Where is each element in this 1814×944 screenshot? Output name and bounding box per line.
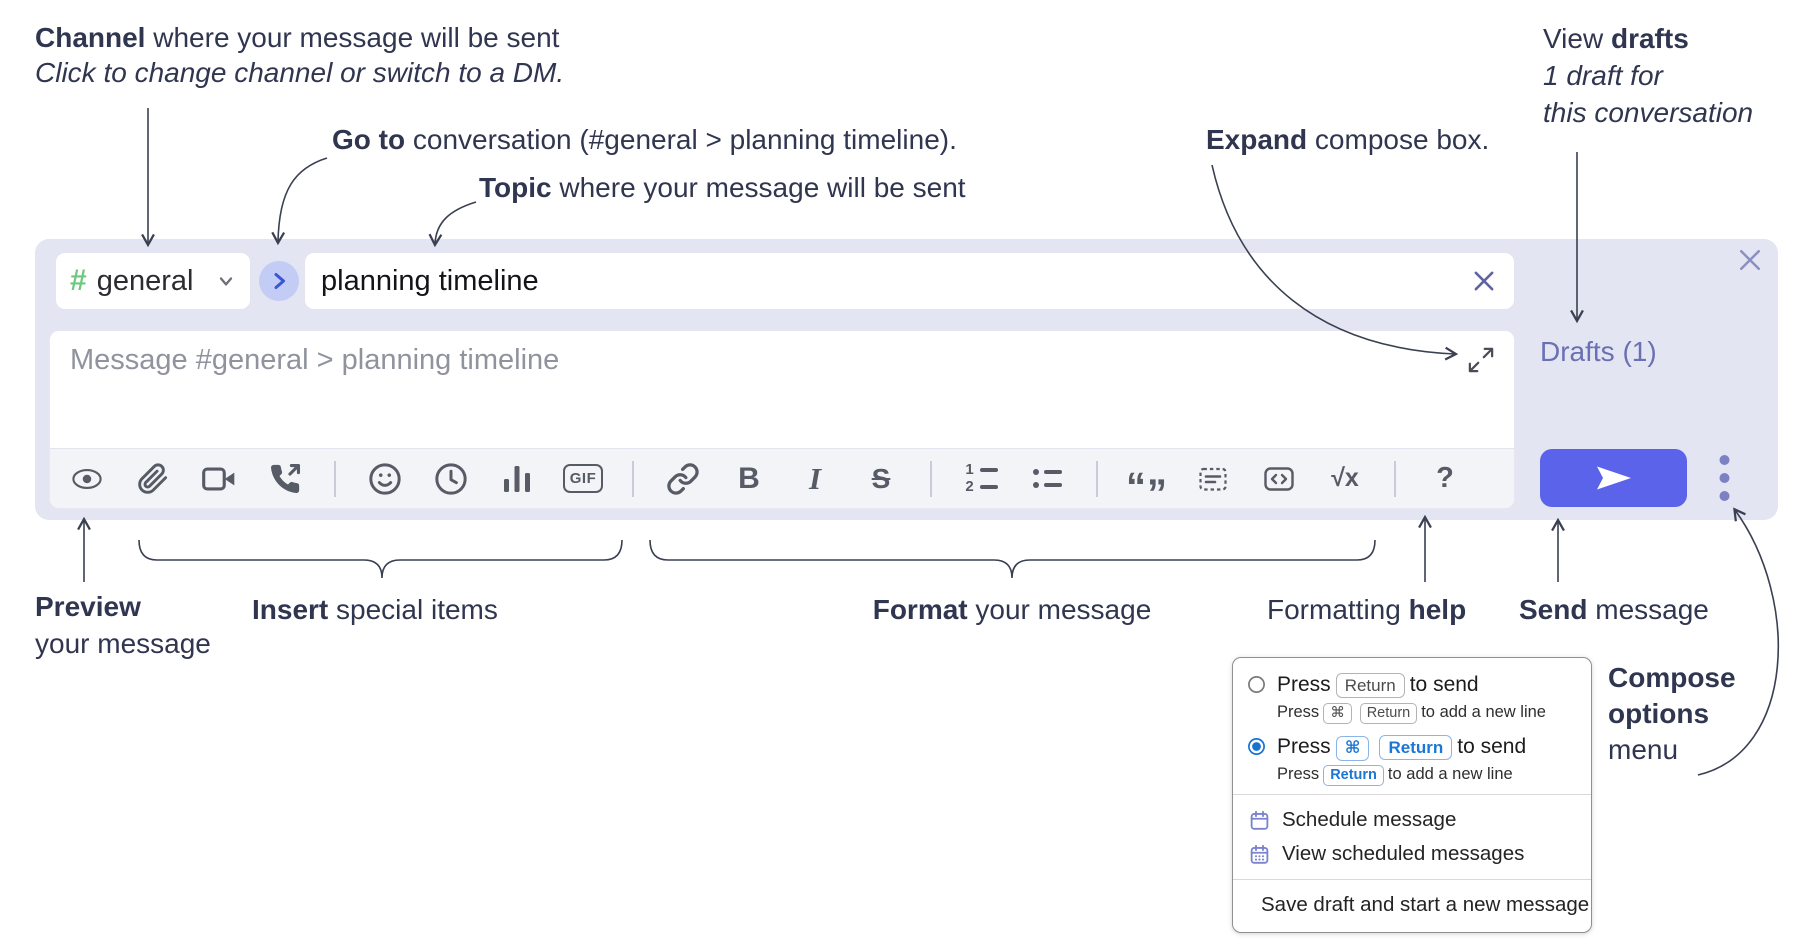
channel-name: general [96, 264, 194, 297]
bold-icon[interactable]: B [732, 458, 766, 500]
chevron-right-icon [274, 273, 285, 289]
math-icon[interactable]: √x [1328, 458, 1362, 500]
compose-options-button[interactable] [1711, 451, 1737, 505]
toolbar-divider [334, 460, 336, 497]
code-icon[interactable] [1262, 458, 1296, 500]
radio-selected-icon[interactable] [1247, 737, 1266, 756]
toolbar-divider [632, 460, 634, 497]
format-brace [649, 539, 1376, 579]
formatting-help-annotation: Formatting help [1267, 594, 1467, 625]
toolbar-divider [1394, 460, 1396, 497]
send-annotation: Send message [1519, 594, 1709, 625]
view-drafts-line2: 1 draft for [1543, 60, 1663, 91]
clear-topic-icon[interactable] [1470, 267, 1498, 295]
popup-divider [1233, 794, 1591, 795]
send-button[interactable] [1540, 449, 1687, 507]
message-input[interactable]: Message #general > planning timeline [70, 344, 560, 376]
expand-compose-icon[interactable] [1468, 347, 1494, 373]
format-annotation: Format your message [872, 594, 1152, 625]
preview-annotation: Preview your message [35, 591, 211, 659]
audio-call-icon[interactable] [268, 458, 302, 500]
send-plane-icon [1596, 466, 1631, 490]
radio-unselected-icon[interactable] [1247, 675, 1266, 694]
topic-arrow [435, 201, 477, 244]
channel-annotation-line2: Click to change channel or switch to a D… [35, 57, 565, 88]
popup-divider [1233, 879, 1591, 880]
message-box: Message #general > planning timeline [49, 330, 1515, 509]
insert-annotation: Insert special items [252, 594, 498, 625]
preview-eye-icon[interactable] [70, 458, 104, 500]
go-to-conversation-button[interactable] [259, 261, 299, 301]
topic-input[interactable]: planning timeline [304, 252, 1515, 310]
expand-annotation: Expand compose box. [1206, 124, 1490, 155]
poll-icon[interactable] [500, 458, 534, 500]
channel-annotation: Channel where your message will be sent … [35, 20, 564, 90]
italic-icon[interactable]: I [798, 458, 832, 500]
topic-value: planning timeline [321, 264, 539, 297]
menu-item-view-scheduled-messages[interactable]: View scheduled messages [1247, 837, 1577, 871]
channel-hash-icon: # [70, 264, 87, 297]
calendar-grid-icon [1250, 844, 1269, 864]
gif-icon[interactable]: GIF [562, 458, 604, 500]
video-call-icon[interactable] [202, 458, 236, 500]
strikethrough-icon[interactable]: S [864, 458, 898, 500]
go-to-arrow [278, 157, 328, 242]
topic-annotation: Topic where your message will be sent [479, 172, 966, 203]
bulleted-list-icon[interactable] [1030, 458, 1064, 500]
toolbar-divider [930, 460, 932, 497]
quote-icon[interactable]: “” [1126, 458, 1167, 509]
link-icon[interactable] [666, 458, 700, 500]
formatting-help-icon[interactable]: ? [1428, 458, 1462, 500]
close-compose-icon[interactable] [1735, 245, 1765, 275]
go-to-annotation: Go to conversation (#general > planning … [332, 124, 957, 155]
channel-selector[interactable]: # general [55, 252, 251, 310]
insert-brace [138, 539, 623, 579]
chevron-down-icon [219, 277, 233, 286]
view-drafts-annotation: View drafts 1 draft for this conversatio… [1543, 20, 1753, 131]
vertical-dots-icon [1719, 455, 1729, 501]
view-drafts-line3: this conversation [1543, 97, 1754, 128]
global-time-icon[interactable] [434, 458, 468, 500]
compose-options-annotation: Compose options menu [1608, 662, 1736, 765]
spoiler-icon[interactable] [1196, 458, 1230, 500]
emoji-icon[interactable] [368, 458, 402, 500]
drafts-link[interactable]: Drafts (1) [1540, 336, 1657, 367]
attach-paperclip-icon[interactable] [136, 458, 170, 500]
calendar-icon [1250, 810, 1269, 830]
view-drafts-line1: View drafts [1543, 23, 1689, 54]
channel-annotation-line1: Channel where your message will be sent [35, 22, 560, 53]
compose-box: # general planning timeline Message #gen… [35, 239, 1778, 520]
toolbar-divider [1096, 460, 1098, 497]
menu-item-save-draft[interactable]: Save draft and start a new message [1247, 888, 1589, 922]
menu-item-schedule-message[interactable]: Schedule message [1247, 803, 1577, 837]
